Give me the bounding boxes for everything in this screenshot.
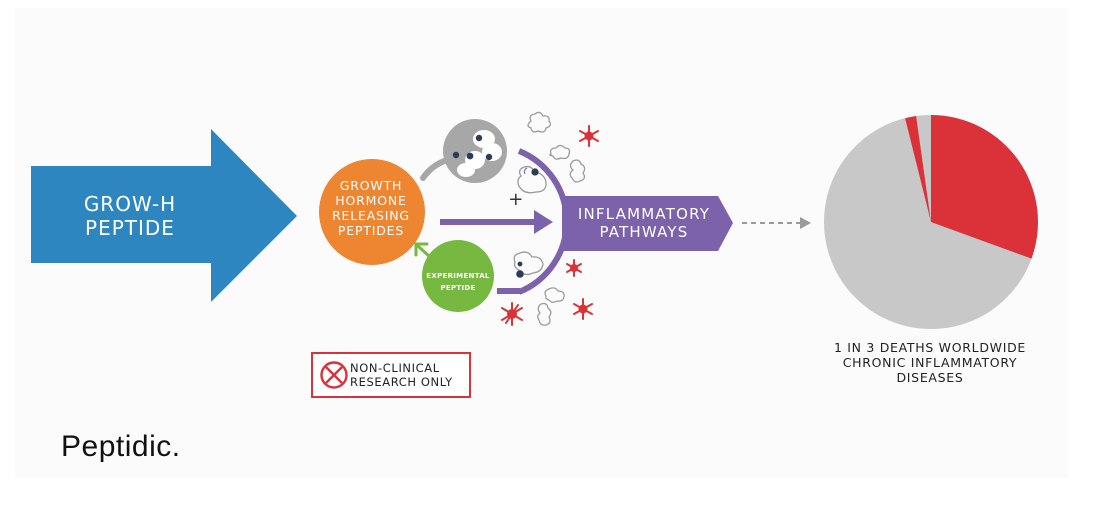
non-clinical-notice: NON-CLINICAL RESEARCH ONLY <box>311 352 471 398</box>
ghrp-label: GROWTH HORMONE RELEASING PEPTIDES <box>316 178 426 238</box>
caption-line1: 1 IN 3 DEATHS WORLDWIDE <box>833 340 1027 355</box>
grow-h-line1: GROW-H <box>83 192 177 216</box>
grow-h-label: GROW-H PEPTIDE <box>60 192 200 241</box>
connector-line <box>420 157 450 181</box>
experimental-line1: EXPERIMENTAL <box>426 272 490 280</box>
virus-icon <box>501 125 599 326</box>
purple-arrow-icon <box>440 210 553 234</box>
molecule-dots <box>516 167 539 278</box>
caption-line3: DISEASES <box>896 370 964 385</box>
notice-line2: RESEARCH ONLY <box>350 375 453 390</box>
pathway-line1: INFLAMMATORY <box>577 205 711 223</box>
ghrp-line1: GROWTH <box>339 178 403 193</box>
right-arrow-icon <box>31 129 297 302</box>
ghrp-line4: PEPTIDES <box>337 223 405 238</box>
pathway-banner <box>562 196 733 251</box>
experimental-line2: PEPTIDE <box>440 284 476 293</box>
notice-line1: NON-CLINICAL <box>350 361 440 375</box>
pie-chart <box>824 115 1038 329</box>
pie-caption: 1 IN 3 DEATHS WORLDWIDE CHRONIC INFLAMMA… <box>790 340 1070 385</box>
green-arrow-icon <box>414 242 432 259</box>
experimental-label: EXPERIMENTAL PEPTIDE <box>420 270 496 295</box>
ghrp-circle <box>319 159 425 265</box>
ghrp-line2: HORMONE <box>335 193 407 208</box>
prohibited-icon <box>320 361 348 389</box>
caption-line2: CHRONIC INFLAMMATORY <box>842 355 1018 370</box>
pathway-banner-label: INFLAMMATORY PATHWAYS <box>566 205 722 242</box>
grow-h-line2: PEPTIDE <box>85 216 175 241</box>
notice-text: NON-CLINICAL RESEARCH ONLY <box>350 361 453 389</box>
dashed-arrow-icon <box>742 217 811 229</box>
cell-cluster-icon <box>443 119 507 183</box>
ghrp-line3: RELEASING <box>332 208 410 223</box>
brand-logo: Peptidic. <box>61 430 181 463</box>
pathway-line2: PATHWAYS <box>599 223 689 242</box>
experimental-circle <box>422 240 494 312</box>
cytokine-cloud-icon <box>513 111 586 326</box>
plus-symbol: + <box>508 189 524 210</box>
